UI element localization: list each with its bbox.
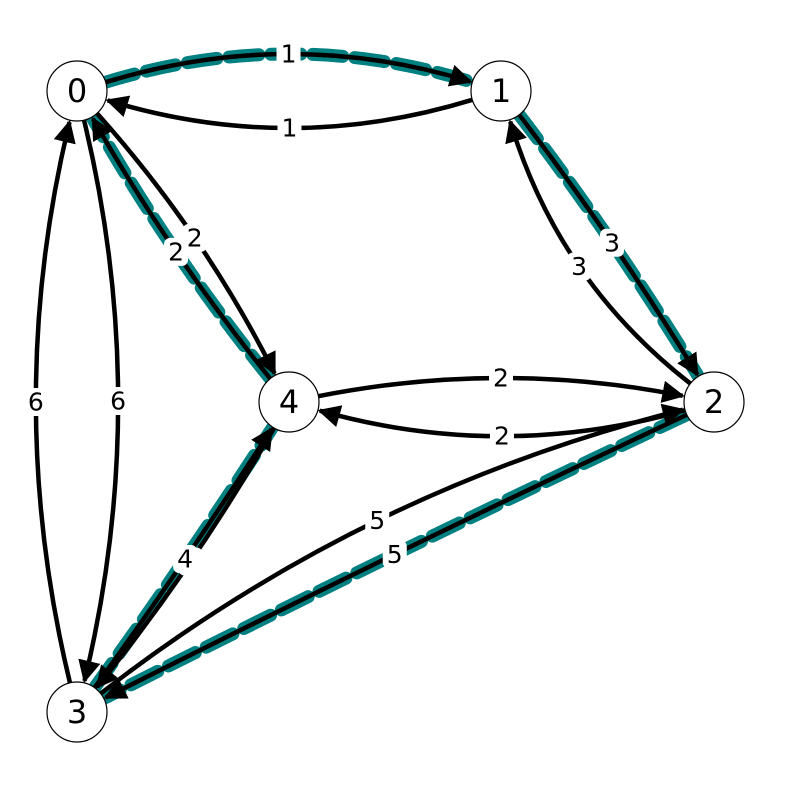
edge-label-1-2: 3: [600, 228, 625, 257]
edge-weight: 2: [494, 422, 510, 451]
node-label: 1: [491, 72, 511, 110]
node-label: 0: [67, 72, 87, 110]
edge-label-background: [567, 252, 592, 281]
edge-label-background: [489, 363, 514, 392]
edge-label-3-2: 5: [365, 506, 390, 535]
edge-weight: 2: [493, 363, 509, 392]
edge-label-0-4: 2: [182, 223, 207, 252]
edge-label-background: [277, 114, 302, 143]
edge-weight: 1: [281, 39, 297, 68]
node-circle: [46, 681, 108, 743]
node-label: 4: [279, 383, 299, 421]
edge-label-background: [173, 545, 198, 574]
edge-label-layer: 11332266224455: [23, 39, 625, 576]
node-label: 2: [704, 383, 724, 421]
edge-weight: 2: [168, 237, 184, 266]
edge-layer: [33, 51, 700, 700]
node-2: 2: [683, 371, 745, 433]
edge-weight: 4: [177, 545, 193, 574]
edge-label-background: [382, 540, 407, 569]
edge-weight: 6: [28, 387, 44, 416]
edge-weight: 3: [571, 252, 587, 281]
edge-label-3-4: 4: [173, 545, 198, 574]
node-0: 0: [46, 60, 108, 122]
edge-label-1-0: 1: [277, 114, 302, 143]
edge-2-1: [505, 119, 692, 386]
node-1: 1: [470, 60, 532, 122]
edge-label-background: [600, 228, 625, 257]
edge-label-0-3: 6: [106, 387, 131, 416]
edge-weight: 6: [110, 387, 126, 416]
node-circle: [683, 371, 745, 433]
edge-label-2-4: 2: [489, 422, 514, 451]
edge-label-0-1: 1: [276, 39, 301, 68]
edge-weight: 5: [369, 506, 385, 535]
node-label: 3: [67, 693, 87, 731]
highlighted-path-layer: [86, 47, 704, 705]
edge-label-background: [276, 39, 301, 68]
edge-label-background: [106, 387, 131, 416]
node-4: 4: [258, 371, 320, 433]
edge-weight: 2: [187, 223, 203, 252]
edge-label-background: [23, 387, 48, 416]
edge-weight: 5: [387, 540, 403, 569]
edge-weight: 3: [604, 228, 620, 257]
edge-label-2-3: 5: [382, 540, 407, 569]
node-layer: 0 1 2 3 4: [46, 60, 745, 743]
node-circle: [258, 371, 320, 433]
node-3: 3: [46, 681, 108, 743]
edge-label-background: [365, 506, 390, 535]
node-circle: [46, 60, 108, 122]
edge-weight: 1: [282, 114, 298, 143]
edge-label-3-0: 6: [23, 387, 48, 416]
edge-label-4-0: 2: [164, 237, 189, 266]
edge-label-4-2: 2: [489, 363, 514, 392]
edge-label-background: [164, 237, 189, 266]
edge-label-background: [489, 422, 514, 451]
edge-label-2-1: 3: [567, 252, 592, 281]
edge-label-background: [182, 223, 207, 252]
node-circle: [470, 60, 532, 122]
